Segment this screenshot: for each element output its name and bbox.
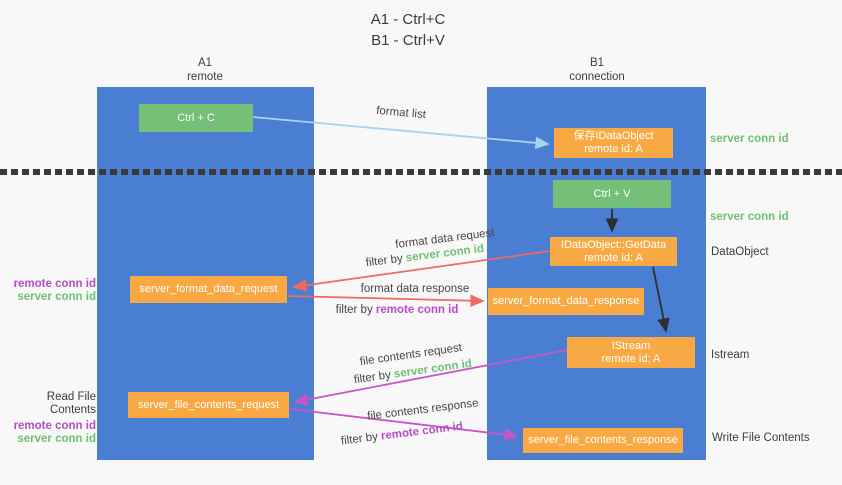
node-server-file-contents-response: server_file_contents_response [523,428,683,453]
lane-a1-role: remote [187,71,223,83]
label-dataobject: DataObject [711,246,769,258]
session-divider-dotted-line [0,169,842,175]
node-save-idataobject-line2: remote id: A [584,143,643,155]
node-ctrl-c-label: Ctrl + C [177,111,215,124]
node-idataobject-getdata-line2: remote id: A [584,251,643,264]
arrow-label-format-list: format list [375,104,427,122]
left-file-labels: Read File Contents remote conn id server… [0,391,96,446]
node-server-file-contents-request: server_file_contents_request [128,392,289,418]
node-server-file-contents-request-label: server_file_contents_request [137,398,280,411]
node-ctrl-c: Ctrl + C [139,104,253,132]
node-idataobject-getdata: IDataObject::GetData remote id: A [550,237,677,266]
label-server-conn-id-top: server conn id [710,133,789,145]
label-server-conn-id: server conn id [17,433,96,445]
lane-header-b1: B1 connection [537,56,657,84]
lane-a1-name: A1 [197,57,213,69]
filter-key-remote-conn-id: remote conn id [375,304,459,316]
node-ctrl-v-label: Ctrl + V [593,187,631,200]
format-data-response-arrow [287,294,485,307]
title-line-1: A1 - Ctrl+C [370,11,446,28]
node-istream: IStream remote id: A [567,337,695,368]
lane-b1-role: connection [569,71,625,83]
node-server-format-data-response-label: server_format_data_response [492,295,640,307]
label-remote-conn-id: remote conn id [13,420,96,432]
node-server-file-contents-response-label: server_file_contents_response [528,434,678,446]
node-server-format-data-response: server_format_data_response [488,288,644,315]
node-istream-line1: IStream [611,339,651,352]
node-idataobject-getdata-line1: IDataObject::GetData [560,238,667,251]
lane-b1-name: B1 [589,57,605,69]
node-server-format-data-request-label: server_format_data_request [139,283,278,295]
title-line-2: B1 - Ctrl+V [371,32,445,49]
node-save-idataobject: 保存IDataObject remote id: A [554,128,673,158]
node-save-idataobject-line1: 保存IDataObject [573,130,654,142]
arrow-label-format-data-response-filter: filter by remote conn id [335,304,459,316]
label-server-conn-id: server conn id [17,291,96,303]
label-istream: Istream [711,349,750,361]
lane-header-a1: A1 remote [145,56,265,84]
node-ctrl-v: Ctrl + V [553,180,671,208]
label-server-conn-id-mid: server conn id [710,211,789,223]
node-istream-line2: remote id: A [601,352,661,365]
arrow-label-file-contents-response-filter: filter by remote conn id [340,420,464,448]
left-format-conn-ids: remote conn id server conn id [6,278,96,304]
arrow-label-format-data-response: format data response [360,283,470,295]
node-server-format-data-request: server_format_data_request [130,276,287,303]
label-write-file-contents: Write File Contents [712,432,810,444]
label-remote-conn-id: remote conn id [13,278,96,290]
filter-key-remote-conn-id: remote conn id [380,420,464,443]
page-title: A1 - Ctrl+C B1 - Ctrl+V [308,9,508,51]
label-read-file-contents: Read File Contents [46,391,96,416]
